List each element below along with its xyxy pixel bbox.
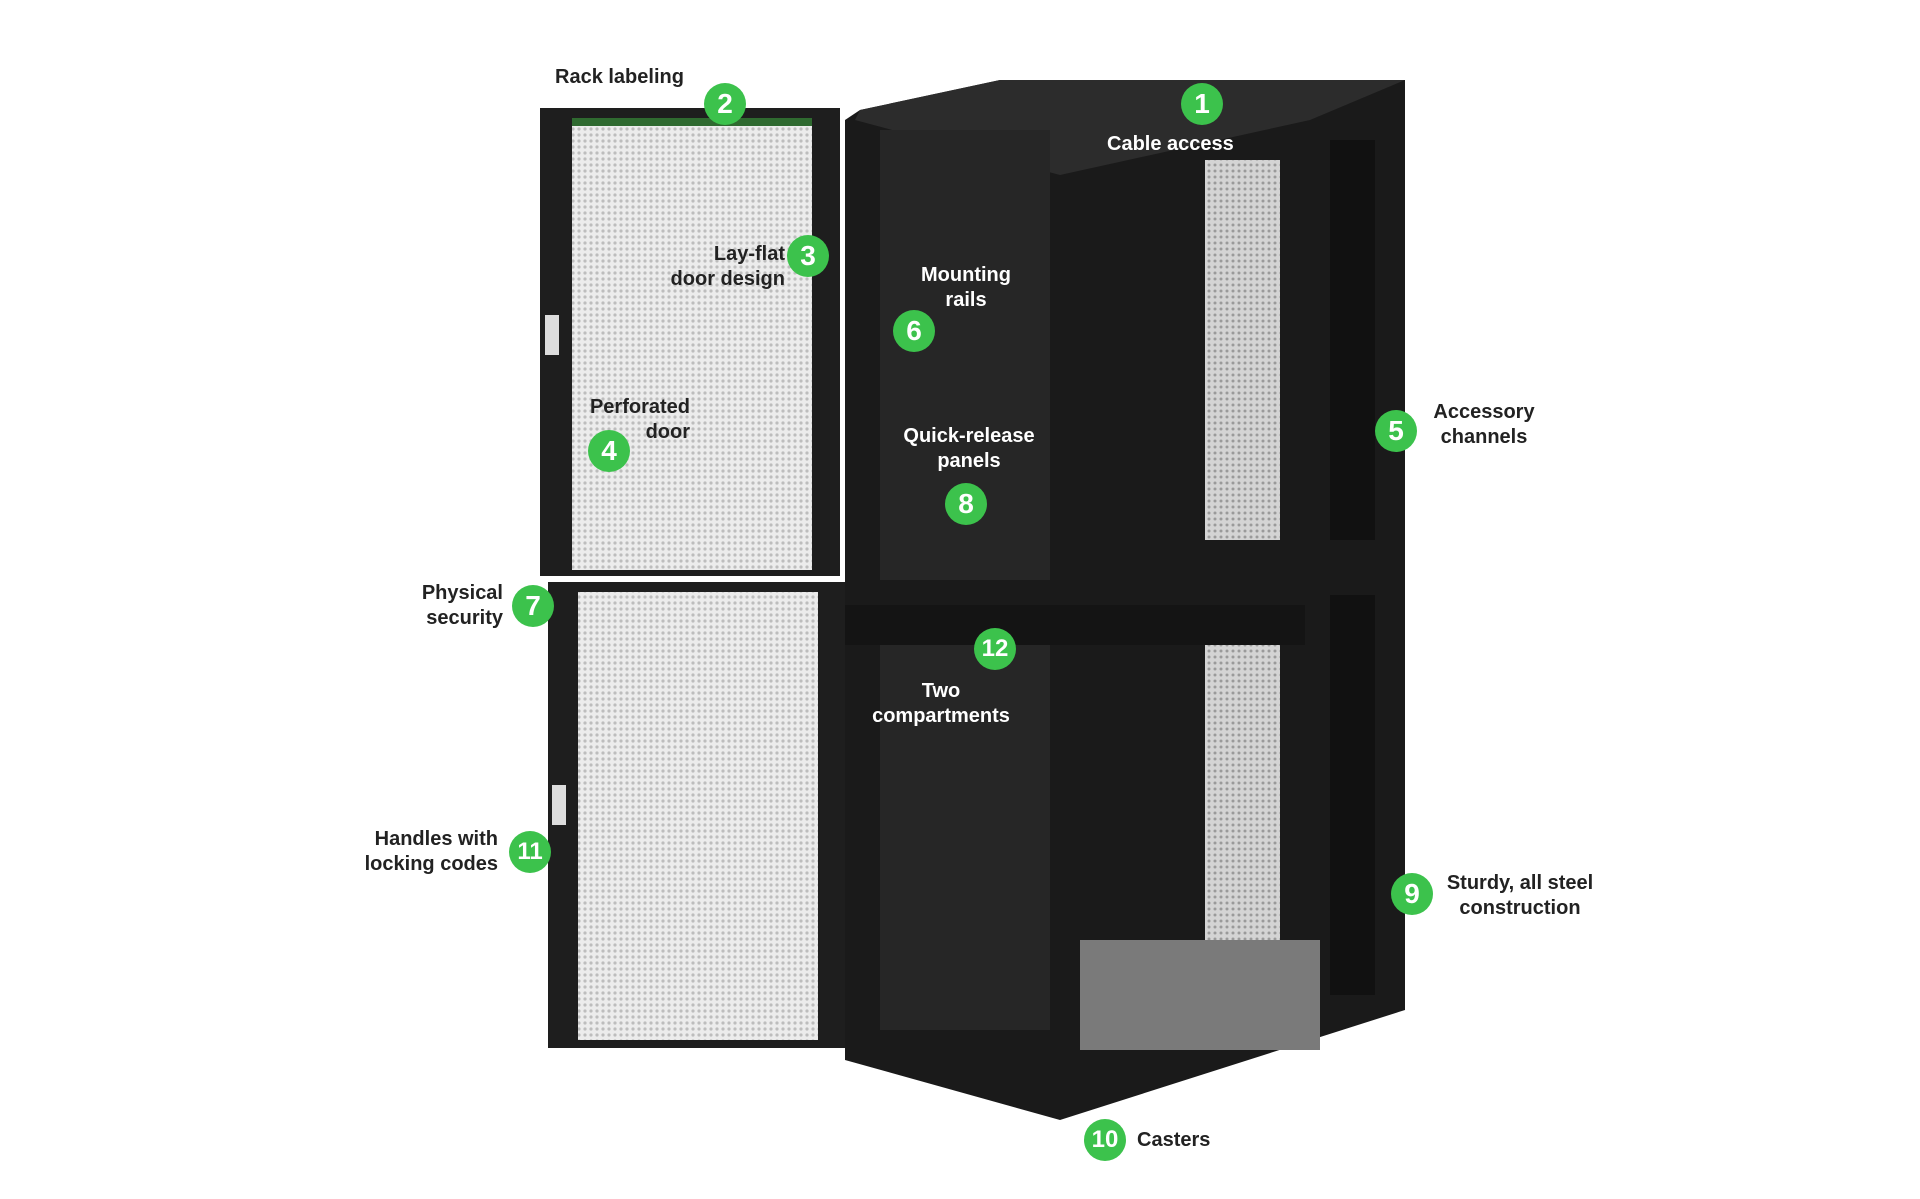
label-line: panels [937,450,1001,472]
label-accessory-channels: Accessory channels [1433,400,1534,450]
label-line: Quick-release [903,425,1035,447]
callout-badge-6: 6 [893,310,935,352]
door-handle-lower [552,785,566,825]
label-line: rails [945,289,987,311]
label-handles-locking-codes: Handles with locking codes [365,827,498,877]
label-quick-release-panels: Quick-release panels [903,424,1034,474]
callout-badge-10: 10 [1084,1119,1126,1161]
door-lower [548,582,848,1048]
label-casters: Casters [1137,1129,1211,1151]
callout-badge-4: 4 [588,430,630,472]
callout-badge-7: 7 [512,585,554,627]
label-line: channels [1440,426,1528,448]
callout-badge-1: 1 [1181,83,1223,125]
label-cable-access: Cable access [1107,133,1234,155]
label-line: Handles with [374,828,498,850]
label-line: Sturdy, all steel [1446,872,1594,894]
callout-badge-8: 8 [945,483,987,525]
label-line: locking codes [364,853,498,875]
label-line: Lay-flat [713,243,785,265]
label-perforated-door: Perforated door [590,395,690,445]
label-physical-security: Physical security [422,581,503,631]
callout-badge-2: 2 [704,83,746,125]
label-line: Accessory [1433,401,1535,423]
callout-badge-12: 12 [974,628,1016,670]
door-upper [540,108,840,576]
door-handle-upper [545,315,559,355]
label-lay-flat-door: Lay-flat door design [671,242,785,292]
label-line: construction [1459,897,1581,919]
label-line: door [645,421,690,443]
label-line: Physical [421,582,503,604]
callout-badge-3: 3 [787,235,829,277]
label-mounting-rails: Mounting rails [921,263,1011,313]
label-line: security [426,607,503,629]
label-line: Two [921,680,961,702]
label-sturdy-construction: Sturdy, all steel construction [1447,871,1593,921]
label-two-compartments: Two compartments [872,679,1010,729]
label-rack-labeling: Rack labeling [555,66,684,88]
callout-badge-11: 11 [509,831,551,873]
label-line: compartments [872,705,1010,727]
rack-body [845,80,1405,1120]
callout-badge-9: 9 [1391,873,1433,915]
label-line: door design [670,268,785,290]
callout-badge-5: 5 [1375,410,1417,452]
label-line: Perforated [589,396,690,418]
label-line: Mounting [921,264,1011,286]
